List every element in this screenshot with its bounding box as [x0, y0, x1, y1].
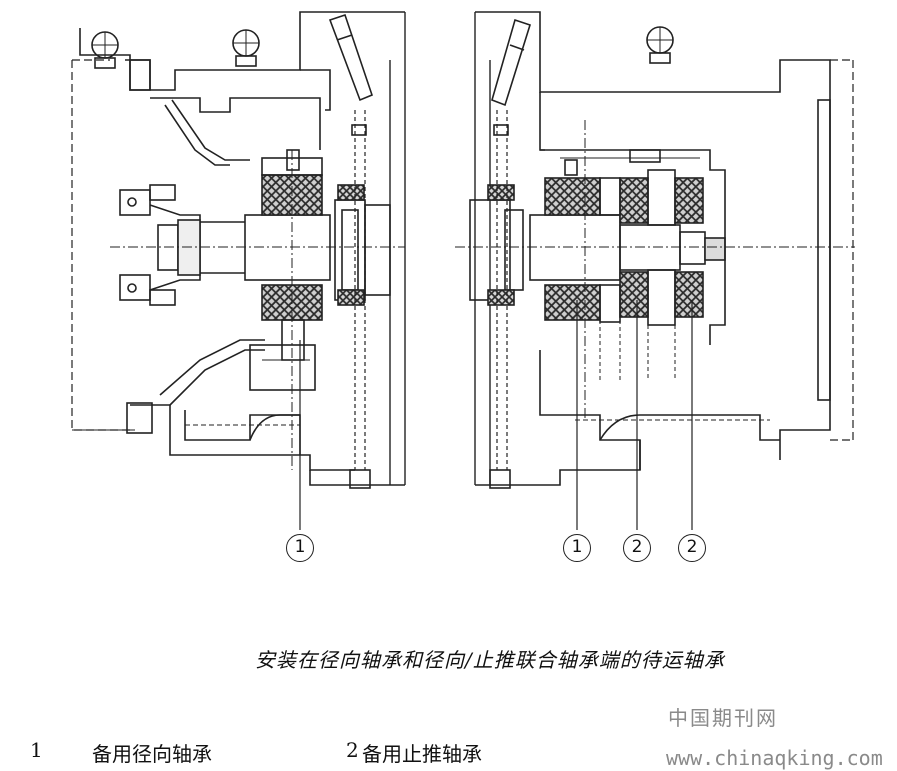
left-coupling	[119, 184, 245, 306]
callout-right-2a: 2	[623, 534, 651, 562]
legend-item1-text: 备用径向轴承	[92, 742, 212, 766]
legend-item2-text: 备用止推轴承	[362, 742, 482, 766]
right-bearing-housing	[474, 11, 854, 486]
callout-right-1: 1	[563, 534, 591, 562]
callout-right-2b: 2	[678, 534, 706, 562]
legend-item2-num: 2	[346, 738, 359, 762]
watermark-url: www.chinaqking.com	[666, 746, 883, 770]
right-shaft-and-bearings	[455, 18, 855, 489]
left-shaft-and-radial-bearing	[110, 12, 406, 489]
legend-item1-num: 1	[30, 738, 43, 762]
left-bearing-housing	[71, 11, 405, 471]
bearing-assembly-drawing	[71, 11, 855, 530]
callout-left-1: 1	[286, 534, 314, 562]
watermark-cn: 中国期刊网	[668, 706, 778, 730]
figure-caption: 安装在径向轴承和径向/止推联合轴承端的待运轴承	[255, 648, 725, 672]
